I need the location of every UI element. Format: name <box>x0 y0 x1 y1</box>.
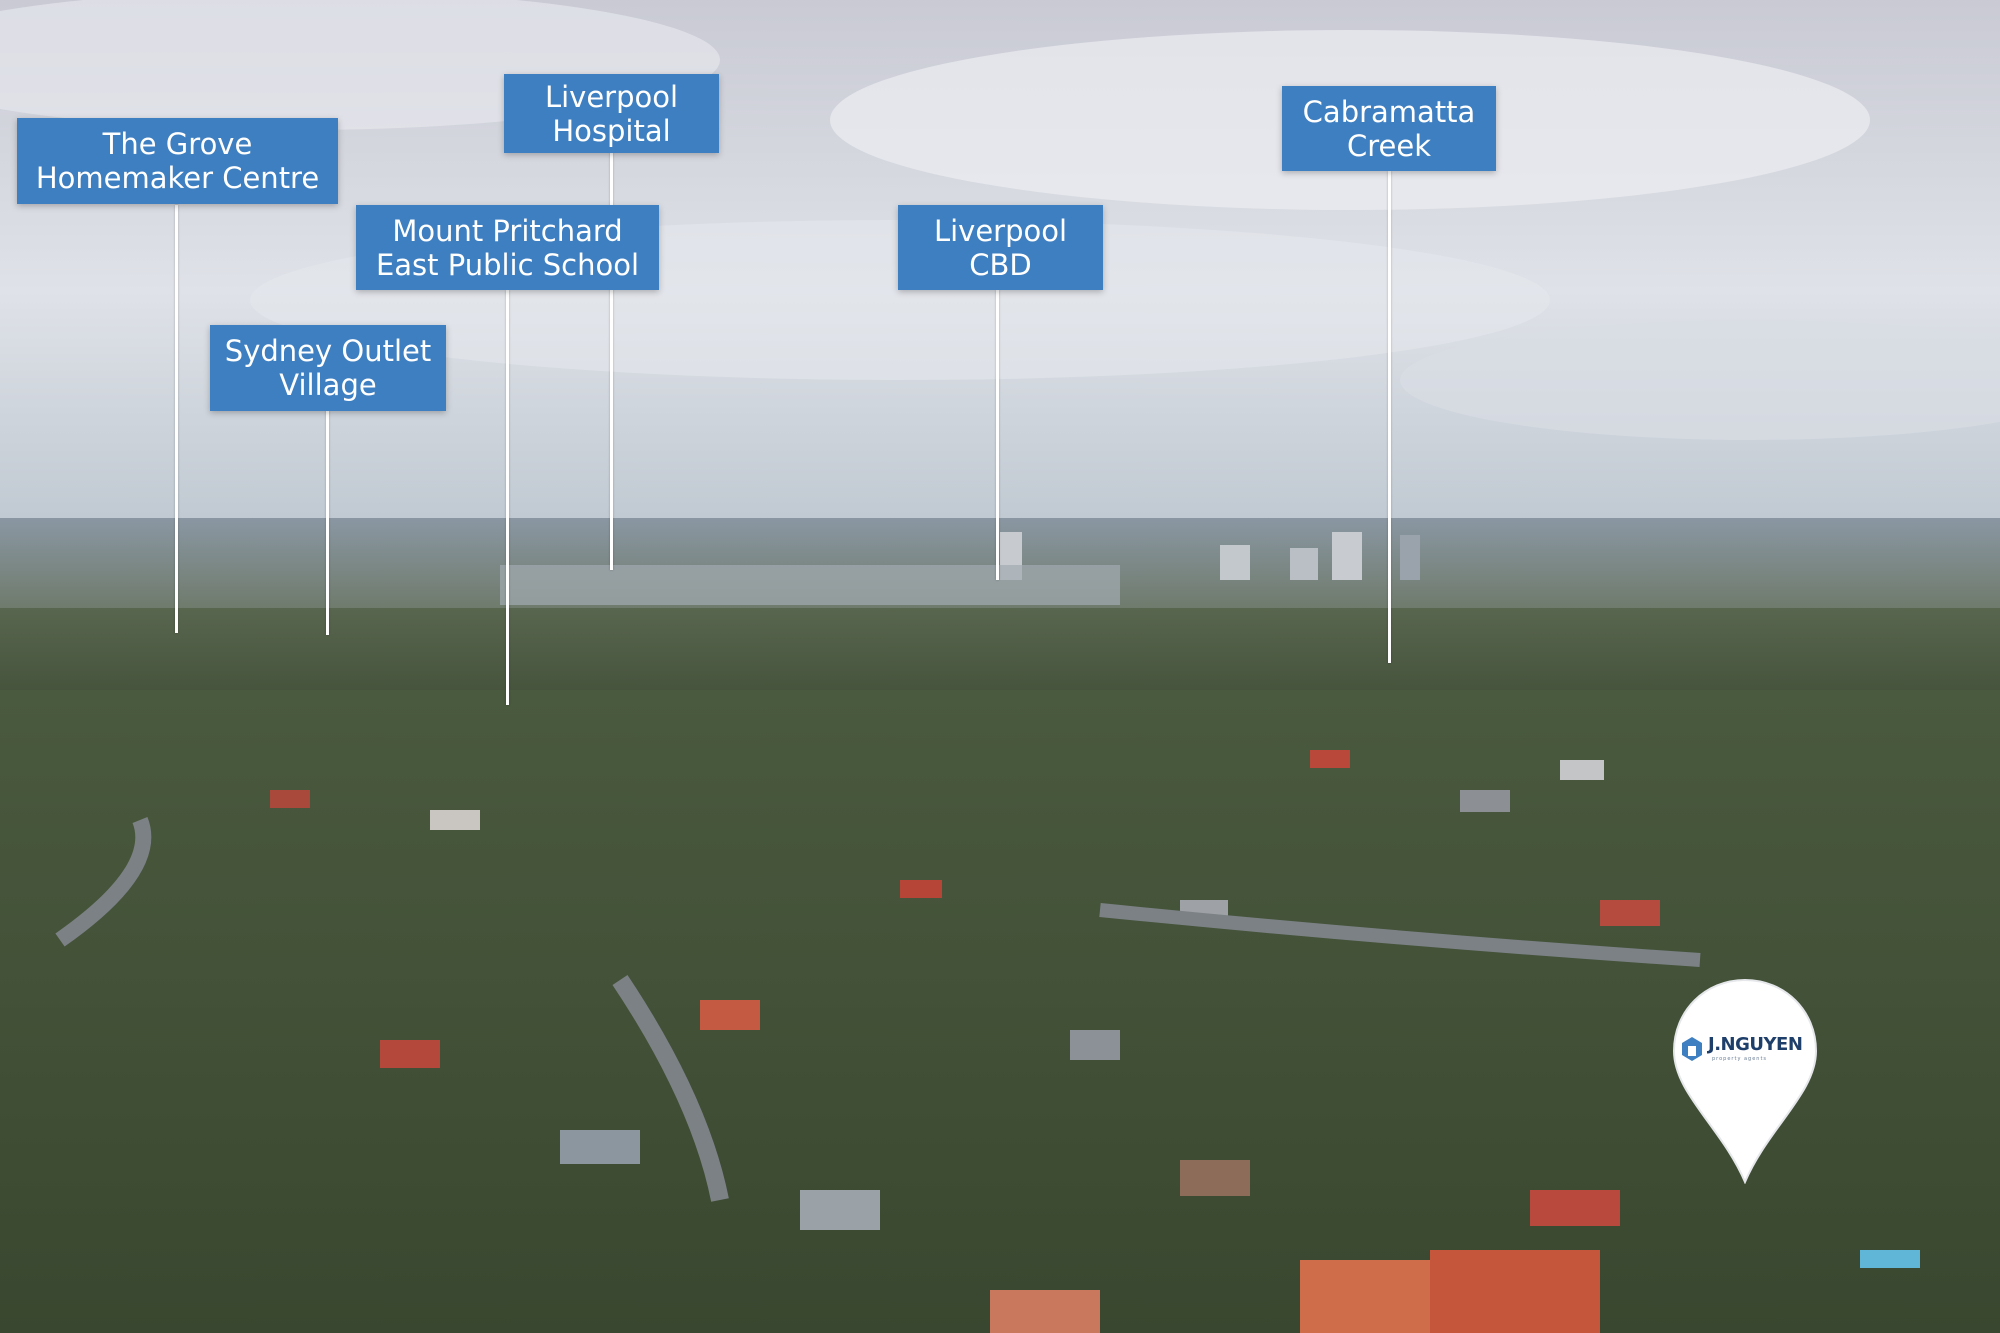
label-sydney-outlet: Sydney Outlet Village <box>210 325 446 411</box>
roof <box>700 1000 760 1030</box>
roof <box>560 1130 640 1164</box>
label-line: Homemaker Centre <box>35 161 320 195</box>
map-pin-icon <box>1672 978 1818 1184</box>
label-cabramatta-creek: Cabramatta Creek <box>1282 86 1496 171</box>
label-line: East Public School <box>375 247 640 282</box>
label-line: Village <box>279 368 377 402</box>
label-line: CBD <box>969 247 1032 282</box>
label-liverpool-hospital: Liverpool Hospital <box>504 74 719 153</box>
road <box>612 975 729 1202</box>
roof <box>270 790 310 808</box>
roof <box>1310 750 1350 768</box>
roof <box>430 810 480 830</box>
pointer-sydney-outlet <box>326 410 329 635</box>
suburb <box>0 690 2000 1333</box>
label-line: Hospital <box>552 113 671 148</box>
roof <box>900 880 942 898</box>
pointer-liverpool-cbd <box>996 290 999 580</box>
roof <box>1560 760 1604 780</box>
tower <box>1220 545 1250 580</box>
road <box>1099 903 1701 967</box>
pointer-liverpool-hospital <box>610 152 613 570</box>
tower <box>1290 548 1318 580</box>
pointer-cabramatta-creek <box>1388 171 1391 663</box>
watermark-tagline: property agents <box>1712 1056 1768 1062</box>
label-the-grove: The Grove Homemaker Centre <box>17 118 338 204</box>
tower <box>1332 532 1362 580</box>
pointer-mount-pritchard <box>506 290 509 705</box>
label-line: Creek <box>1346 128 1431 163</box>
label-line: Cabramatta <box>1302 94 1476 129</box>
road <box>55 817 152 947</box>
tower <box>1400 535 1420 580</box>
pool <box>1860 1250 1920 1268</box>
brand-logo-icon <box>1682 1037 1702 1061</box>
roof <box>1600 900 1660 926</box>
roof <box>380 1040 440 1068</box>
roof <box>1070 1030 1120 1060</box>
label-line: Mount Pritchard <box>392 213 623 248</box>
label-liverpool-cbd: Liverpool CBD <box>898 205 1103 290</box>
label-line: The Grove <box>102 127 253 161</box>
roof <box>800 1190 880 1230</box>
label-mount-pritchard: Mount Pritchard East Public School <box>356 205 659 290</box>
roof <box>1460 790 1510 812</box>
roof <box>990 1290 1100 1333</box>
roof <box>1300 1260 1450 1333</box>
watermark-brand: J.NGUYEN <box>1708 1034 1803 1055</box>
roof <box>1530 1190 1620 1226</box>
pointer-the-grove <box>175 205 178 633</box>
roof <box>1430 1250 1600 1333</box>
city-buildings <box>500 565 1120 605</box>
roof <box>1180 1160 1250 1196</box>
label-line: Liverpool <box>544 79 679 114</box>
cloud <box>1400 320 2000 440</box>
label-line: Liverpool <box>933 213 1068 248</box>
label-line: Sydney Outlet <box>224 334 432 368</box>
